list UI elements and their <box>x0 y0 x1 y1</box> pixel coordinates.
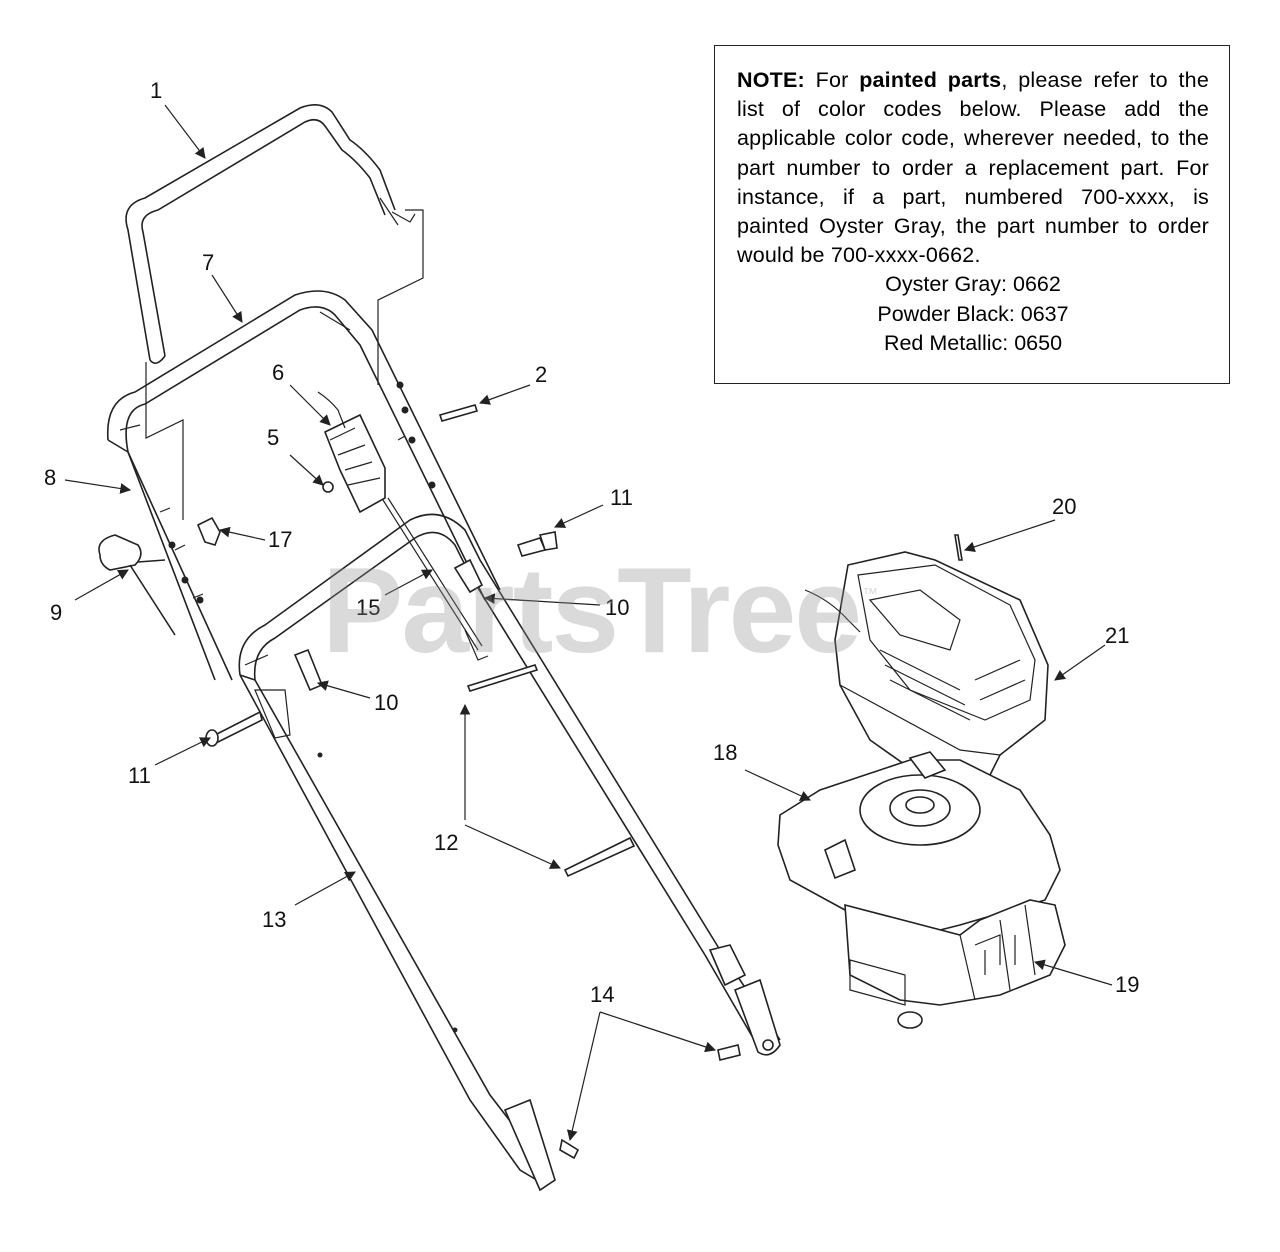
leader-lines <box>64 104 1113 1142</box>
callout-1: 1 <box>150 78 162 103</box>
callout-20: 20 <box>1052 494 1076 519</box>
callout-13: 13 <box>262 907 286 932</box>
color-code-red-metallic: Red Metallic: 0650 <box>883 330 1063 355</box>
note-text-2: , please refer to the list of color code… <box>737 68 1209 268</box>
engine-part <box>777 751 1066 1029</box>
callout-10-front: 10 <box>374 690 398 715</box>
color-code-list: Oyster Gray: 0662 Powder Black: 0637 Red… <box>737 270 1209 358</box>
lower-handle-part <box>238 513 781 1192</box>
callout-15: 15 <box>356 595 380 620</box>
callout-17: 17 <box>268 527 292 552</box>
callout-numbers: 1 2 5 6 7 8 9 10 10 11 11 12 13 14 15 17… <box>44 78 1139 1007</box>
control-box-part <box>317 391 489 661</box>
callout-21: 21 <box>1105 623 1129 648</box>
fasteners <box>196 404 963 1160</box>
note-paragraph: NOTE: For painted parts, please refer to… <box>737 66 1209 270</box>
callout-11-lower: 11 <box>128 763 151 788</box>
engine-shroud-part <box>804 551 1049 806</box>
callout-7: 7 <box>202 250 214 275</box>
color-code-oyster-gray: Oyster Gray: 0662 <box>885 272 1061 297</box>
upper-handle-part <box>125 104 424 520</box>
middle-handle-part <box>106 290 501 681</box>
callout-8: 8 <box>44 465 56 490</box>
painted-parts-note: NOTE: For painted parts, please refer to… <box>714 45 1230 384</box>
callout-18: 18 <box>713 740 737 765</box>
callout-2: 2 <box>535 362 547 387</box>
note-emphasis: painted parts <box>859 68 1002 92</box>
callout-9: 9 <box>50 600 62 625</box>
callout-12: 12 <box>434 830 458 855</box>
callout-6: 6 <box>272 360 284 385</box>
color-code-powder-black: Powder Black: 0637 <box>877 301 1069 326</box>
callout-14: 14 <box>590 982 614 1007</box>
knob-part <box>98 534 176 636</box>
note-text-1: For <box>804 68 860 92</box>
callout-11-upper: 11 <box>610 485 633 510</box>
callout-19: 19 <box>1115 972 1139 997</box>
callout-10-rear: 10 <box>605 595 629 620</box>
callout-5: 5 <box>267 425 279 450</box>
note-label: NOTE: <box>737 68 805 92</box>
